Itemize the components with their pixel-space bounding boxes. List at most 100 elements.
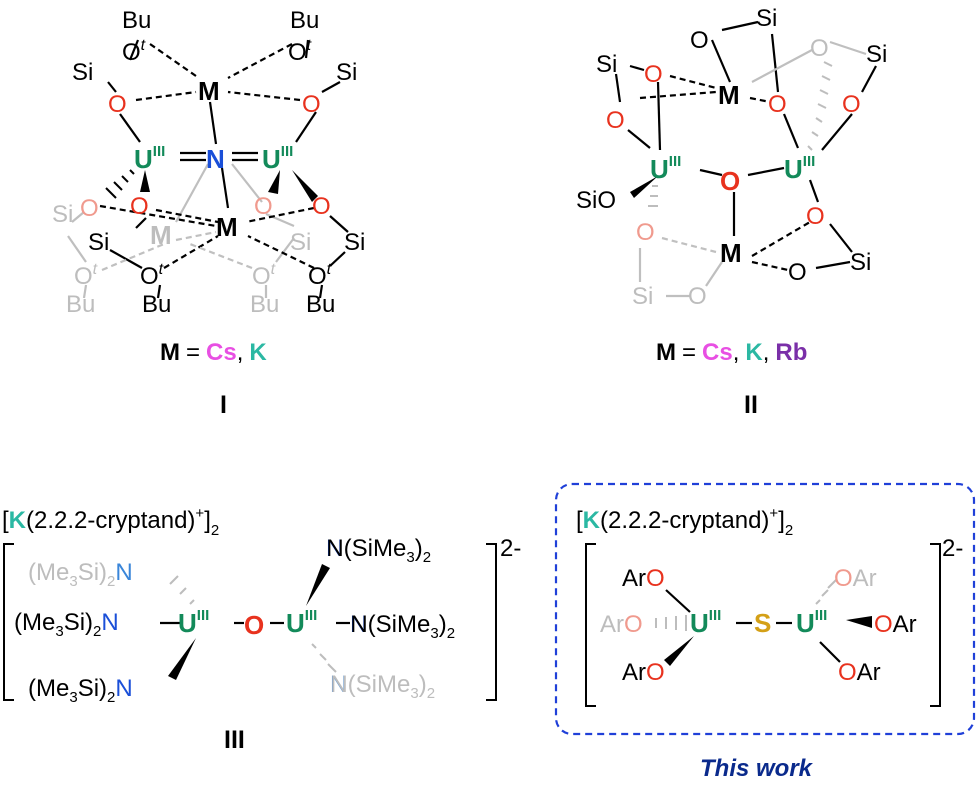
uranium-atom: UIII bbox=[134, 143, 165, 174]
bond bbox=[629, 64, 645, 72]
oxygen-atom: O bbox=[644, 61, 663, 88]
faded-bond bbox=[175, 163, 209, 223]
oxygen-atom: O bbox=[302, 91, 321, 118]
bond bbox=[656, 81, 662, 151]
wedge-bond bbox=[292, 170, 318, 202]
dashed-bond bbox=[149, 43, 197, 77]
oxygen-atom: Ot bbox=[288, 37, 312, 66]
metal-atom-faded: M bbox=[150, 220, 172, 250]
hashed-bond bbox=[105, 169, 135, 199]
amide-ligand-faded: (Me3Si)2N bbox=[28, 559, 133, 590]
uranium-atom: UIII bbox=[262, 143, 293, 174]
bond bbox=[295, 111, 317, 143]
amide-ligand: (Me3Si)2N bbox=[28, 675, 133, 706]
hashed-bond bbox=[169, 575, 195, 605]
oxygen-atom: Ot bbox=[308, 261, 332, 290]
aryloxide-ligand: OAr bbox=[838, 659, 881, 686]
structure-label-II: II bbox=[744, 391, 758, 419]
oxygen-atom-faded: O bbox=[688, 283, 707, 310]
bond bbox=[318, 284, 324, 299]
silicon-atom: Si bbox=[72, 59, 93, 86]
bond bbox=[156, 284, 162, 299]
dashed-bond bbox=[163, 235, 219, 269]
bond bbox=[627, 129, 651, 149]
bond bbox=[815, 260, 851, 270]
bond bbox=[770, 33, 780, 93]
structure-I: Bu Bu Ot Ot Si Si M O O UIII N UIII Si O… bbox=[52, 7, 365, 419]
bond bbox=[808, 179, 820, 203]
dashed-bond bbox=[751, 221, 811, 257]
right-bracket bbox=[486, 543, 497, 701]
amide-ligand: NN(SiMe3)2 bbox=[326, 535, 431, 566]
aryloxide-ligand-faded: ArO bbox=[600, 611, 643, 638]
right-bracket bbox=[930, 543, 941, 707]
aryloxide-ligand: ArO bbox=[622, 565, 665, 592]
bond bbox=[721, 20, 759, 32]
amide-ligand: (Me3Si)2N bbox=[14, 609, 119, 640]
bond bbox=[819, 641, 841, 663]
oxygen-atom: O bbox=[108, 91, 127, 118]
oxygen-atom: O bbox=[312, 193, 331, 220]
structure-label-I: I bbox=[220, 391, 227, 419]
oxygen-atom: O bbox=[806, 203, 825, 230]
dashed-bond bbox=[135, 90, 197, 102]
bond bbox=[321, 81, 341, 93]
bond bbox=[119, 113, 141, 143]
bond bbox=[128, 39, 140, 61]
aryloxide-ligand-faded: OAr bbox=[834, 565, 877, 592]
this-work-structure: [K(2.2.2-cryptand)+]2 2- ArO ArO ArO UII… bbox=[554, 482, 976, 782]
silicon-atom: Si bbox=[88, 229, 109, 256]
metal-atom: M bbox=[720, 238, 742, 268]
hashed-bond bbox=[655, 615, 687, 631]
faded-dashed-bond bbox=[661, 236, 717, 254]
oxygen-atom-faded: O bbox=[810, 35, 829, 62]
bond bbox=[135, 217, 147, 229]
bond bbox=[220, 167, 230, 209]
dashed-bond bbox=[639, 90, 717, 100]
counter-cation: [K(2.2.2-cryptand)+]2 bbox=[2, 505, 219, 539]
wedge-bond bbox=[306, 564, 330, 606]
butyl-label-faded: Bu bbox=[66, 291, 95, 318]
wedge-bond bbox=[168, 638, 196, 680]
faded-dashed-bond bbox=[101, 242, 165, 272]
faded-bond bbox=[67, 235, 87, 263]
wedge-bond bbox=[630, 176, 658, 198]
bond bbox=[861, 65, 877, 93]
oxygen-atom: O bbox=[788, 259, 807, 286]
silicon-atom: Si bbox=[336, 59, 357, 86]
oxygen-atom: O bbox=[690, 27, 709, 54]
hashed-bond bbox=[311, 643, 337, 673]
bond bbox=[208, 101, 218, 145]
oxygen-atom-faded: Ot bbox=[74, 261, 98, 290]
oxygen-atom-faded: O bbox=[636, 219, 655, 246]
metal-atom: M bbox=[198, 76, 220, 106]
dashed-bond bbox=[227, 43, 293, 79]
faded-bond bbox=[231, 163, 263, 203]
butyl-label: Bu bbox=[122, 7, 151, 34]
nitrogen-atom: N bbox=[206, 144, 225, 174]
bridging-oxygen-atom: O bbox=[720, 166, 740, 196]
left-bracket bbox=[3, 543, 14, 701]
hashed-bond bbox=[815, 579, 837, 605]
bridging-oxygen-atom: O bbox=[244, 610, 264, 640]
silicon-atom-faded: Si bbox=[632, 283, 653, 310]
structure-label-III: III bbox=[224, 726, 245, 754]
uranium-atom: UIII bbox=[690, 607, 721, 638]
dashed-bond bbox=[247, 235, 315, 269]
oxygen-atom-faded: O bbox=[80, 195, 99, 222]
bond bbox=[747, 166, 785, 177]
uranium-atom: UIII bbox=[784, 153, 815, 184]
metal-atom: M bbox=[216, 212, 238, 242]
butyl-label: Bu bbox=[306, 291, 335, 318]
oxygen-atom: Ot bbox=[122, 37, 146, 66]
oxygen-atom: O bbox=[842, 91, 861, 118]
bond bbox=[109, 249, 143, 269]
dashed-bond bbox=[751, 260, 789, 272]
this-work-label: This work bbox=[700, 755, 814, 782]
oxygen-atom: O bbox=[768, 91, 787, 118]
bond bbox=[710, 39, 732, 83]
bond bbox=[782, 113, 800, 149]
butyl-label: Bu bbox=[290, 7, 319, 34]
faded-bond bbox=[751, 49, 813, 83]
